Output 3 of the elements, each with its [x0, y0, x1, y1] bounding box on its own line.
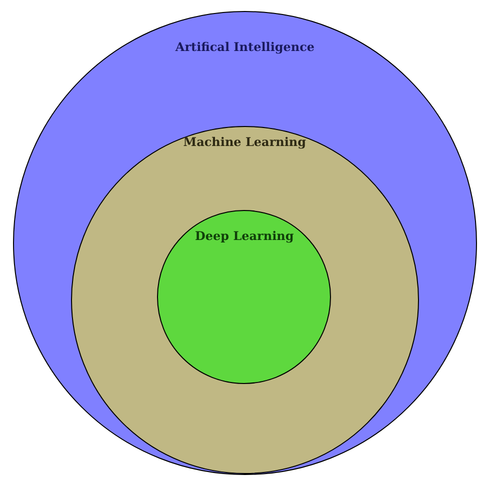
circle-label: Deep Learning: [194, 229, 294, 244]
circle-label: Artifical Intelligence: [175, 40, 315, 54]
circle-label: Machine Learning: [183, 134, 306, 149]
